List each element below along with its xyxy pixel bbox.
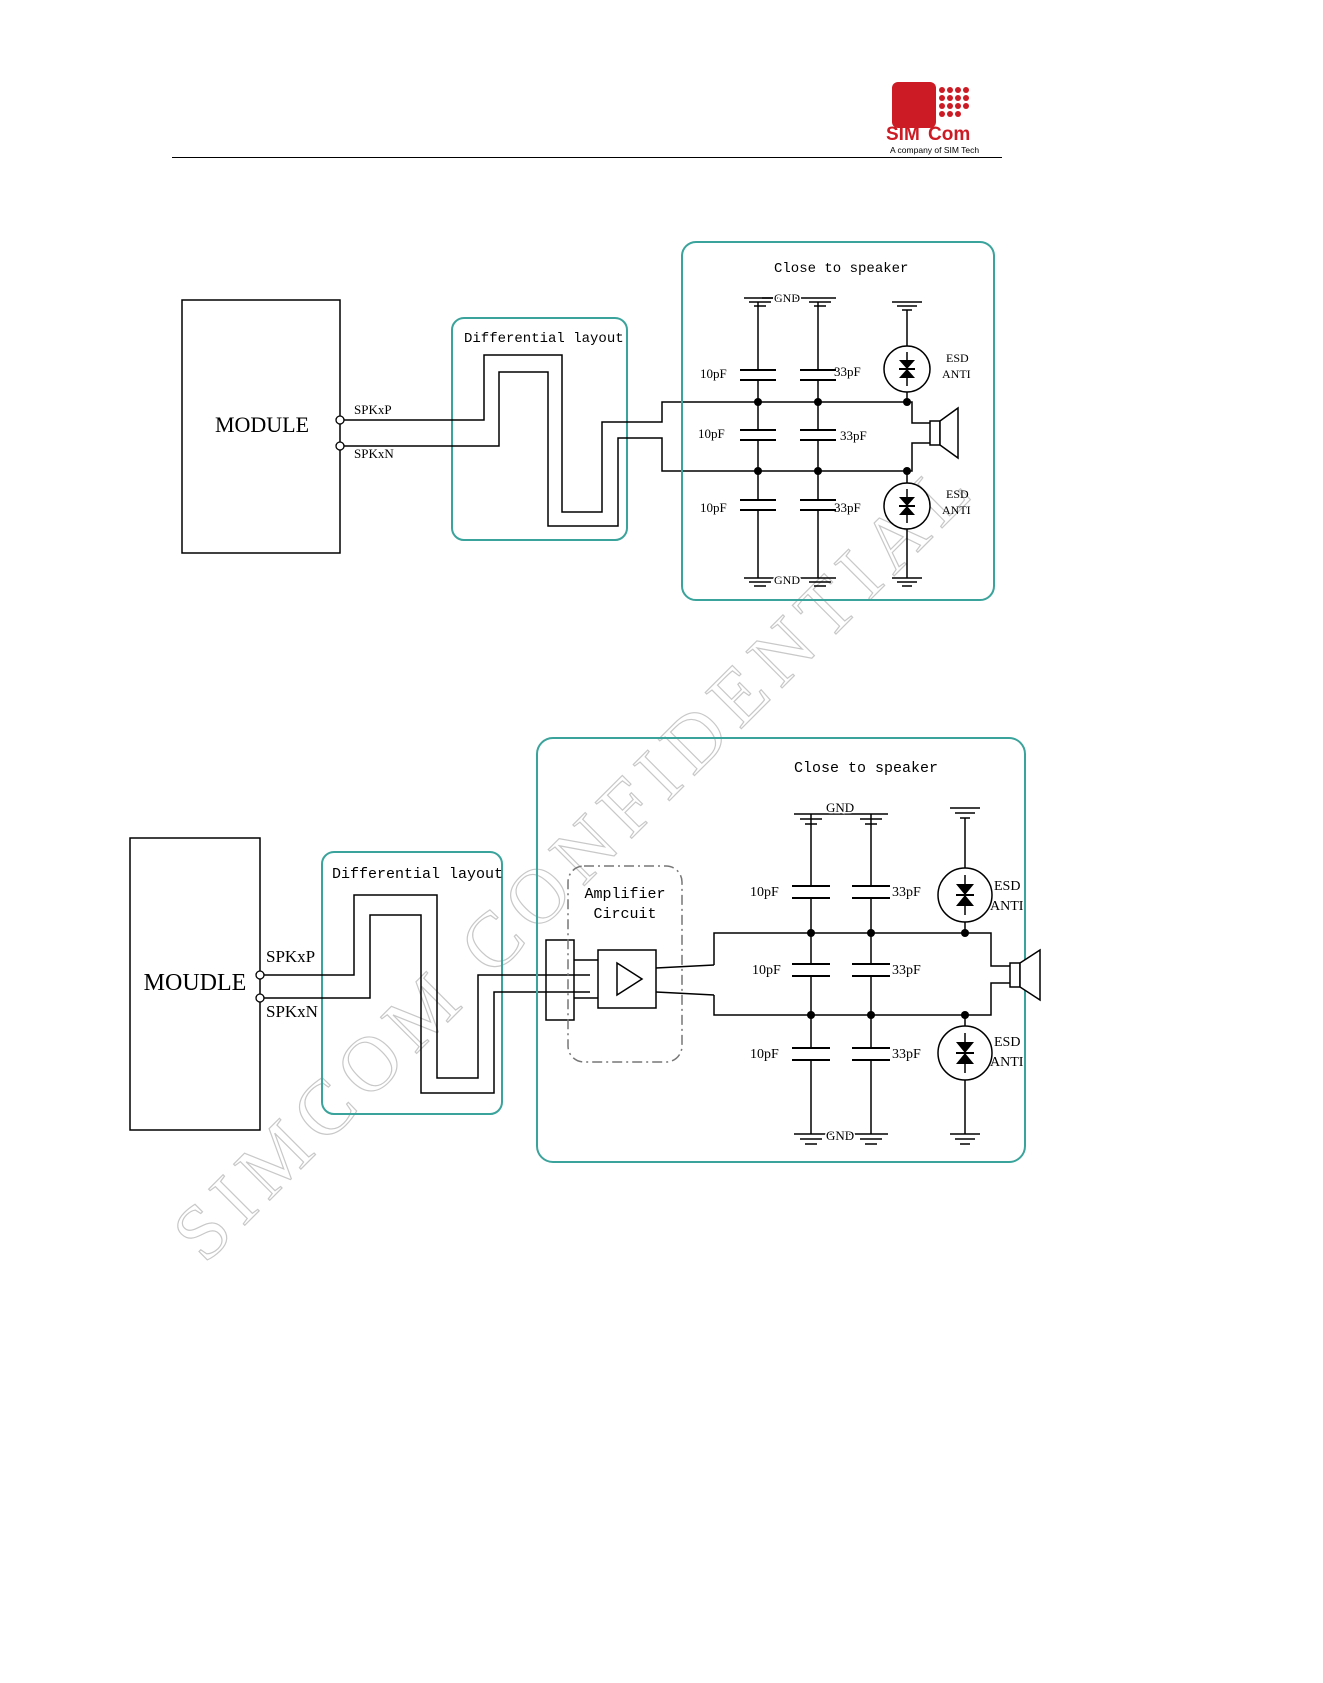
cap-label-10pf-top: 10pF: [750, 885, 779, 900]
trace-p: [264, 895, 562, 1078]
gnd-label-top: GND: [826, 800, 854, 815]
close-to-speaker-title: Close to speaker: [794, 760, 938, 777]
junction-dots: [807, 929, 969, 1019]
pin-n-terminal: [256, 994, 264, 1002]
gnd-symbol-top: [794, 808, 980, 824]
esd-label-bot-2: ANTI: [990, 1055, 1024, 1070]
differential-layout-title: Differential layout: [332, 866, 503, 883]
gnd-label-bottom: GND: [826, 1128, 854, 1143]
connector-block: [546, 940, 574, 1020]
amplifier-title-2: Circuit: [593, 906, 656, 923]
esd-label-top-1: ESD: [994, 879, 1020, 894]
esd-diode-top: [938, 868, 992, 922]
cap-label-10pf-bot: 10pF: [750, 1047, 779, 1062]
amplifier-title-1: Amplifier: [584, 886, 665, 903]
cap-column-wires: [811, 814, 965, 1134]
cap-label-33pf-mid: 33pF: [892, 963, 921, 978]
cap-label-33pf-top: 33pF: [892, 885, 921, 900]
module-label: MOUDLE: [144, 970, 247, 996]
gnd-symbol-bottom: [794, 1134, 980, 1144]
pin-p-label: SPKxP: [266, 947, 315, 966]
esd-label-bot-1: ESD: [994, 1035, 1020, 1050]
output-trace-p: [714, 933, 1010, 966]
cap-label-33pf-bot: 33pF: [892, 1047, 921, 1062]
output-trace-n: [714, 983, 1010, 1015]
esd-label-top-2: ANTI: [990, 899, 1024, 914]
amplifier-block: [598, 950, 656, 1008]
pin-n-label: SPKxN: [266, 1002, 318, 1021]
esd-diode-bottom: [938, 1026, 992, 1080]
differential-layout-box: [322, 852, 502, 1114]
cap-label-10pf-mid: 10pF: [752, 963, 781, 978]
pin-p-terminal: [256, 971, 264, 979]
